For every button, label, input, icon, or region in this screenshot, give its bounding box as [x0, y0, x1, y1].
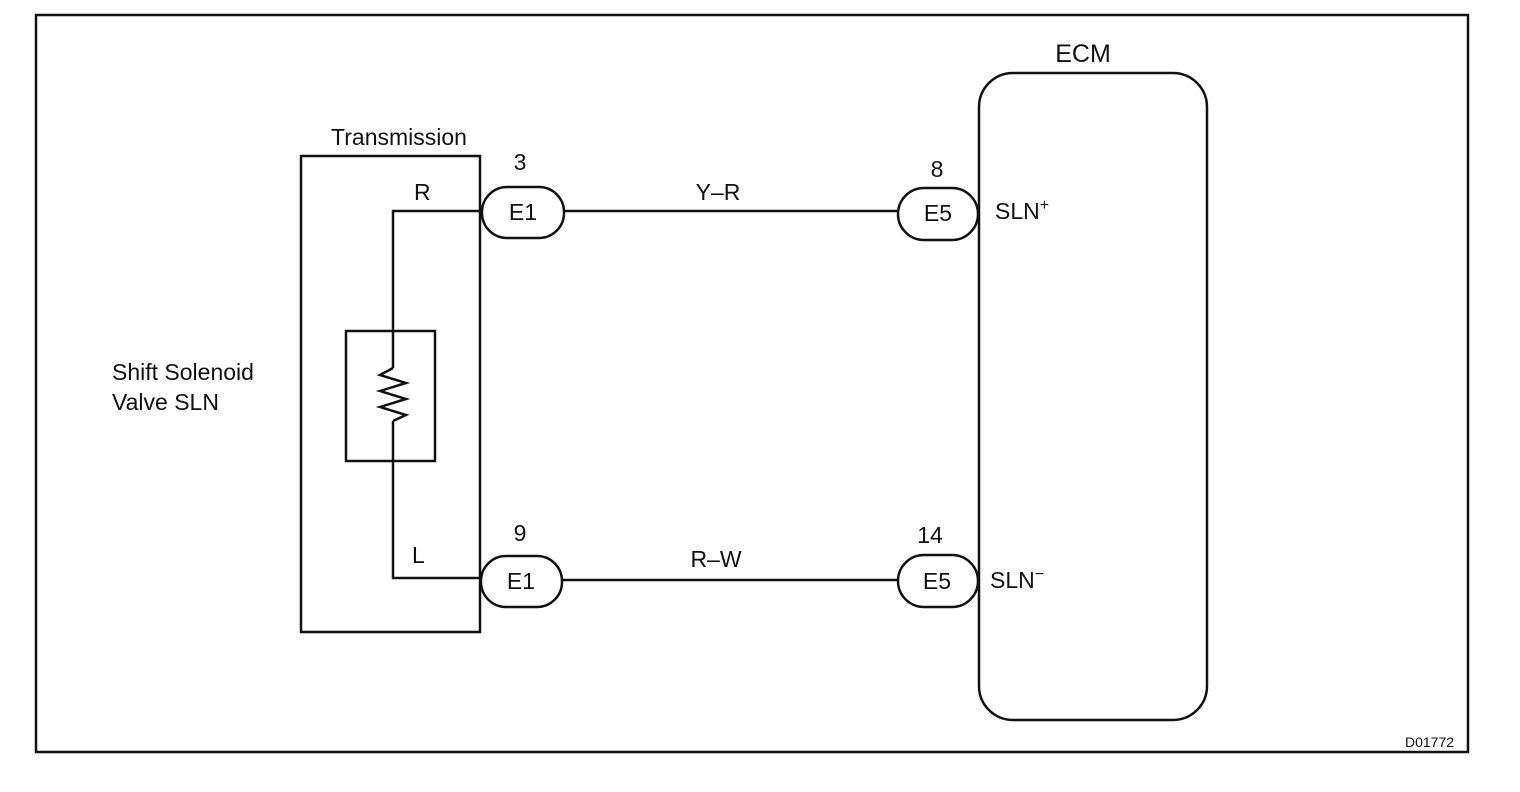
solenoid-label-line1: Shift Solenoid [112, 359, 254, 385]
connector-label-e1-top: E1 [508, 199, 538, 225]
pin-number-e1-bottom: 9 [513, 520, 527, 546]
pin-number-e5-top: 8 [930, 156, 944, 182]
resistor-symbol [375, 366, 411, 423]
terminal-sln-minus-polarity: − [1034, 566, 1045, 583]
solenoid-label: Shift Solenoid Valve SLN [112, 357, 254, 417]
connector-e5-bottom [896, 553, 980, 609]
terminal-sln-plus: SLN+ [995, 197, 1050, 224]
internal-wire-r [391, 209, 480, 368]
solenoid-label-line2: Valve SLN [112, 389, 219, 415]
ecm-box [977, 71, 1209, 722]
terminal-sln-plus-name: SLN [995, 198, 1040, 224]
transmission-title: Transmission [331, 124, 467, 150]
connector-e1-top [480, 185, 566, 240]
figure-code: D01772 [1405, 734, 1455, 750]
internal-wire-l-label: L [412, 542, 425, 568]
pin-number-e1-top: 3 [513, 149, 527, 175]
connector-e5-top [896, 186, 980, 242]
internal-wire-l [391, 421, 480, 580]
terminal-sln-plus-polarity: + [1039, 197, 1050, 214]
wire-color-r-w: R–W [690, 546, 742, 572]
connector-e1-bottom [479, 554, 564, 609]
terminal-sln-minus: SLN− [990, 566, 1045, 593]
ecm-title: ECM [1055, 40, 1111, 68]
terminal-sln-minus-name: SLN [990, 567, 1035, 593]
connector-label-e1-bottom: E1 [506, 568, 536, 594]
connector-label-e5-bottom: E5 [922, 568, 952, 594]
internal-wire-r-label: R [414, 179, 431, 205]
solenoid-box [344, 329, 437, 463]
diagram-frame [34, 13, 1470, 754]
connector-label-e5-top: E5 [923, 200, 953, 226]
wire-color-y-r: Y–R [695, 179, 741, 205]
transmission-box [299, 154, 482, 634]
pin-number-e5-bottom: 14 [917, 522, 943, 548]
